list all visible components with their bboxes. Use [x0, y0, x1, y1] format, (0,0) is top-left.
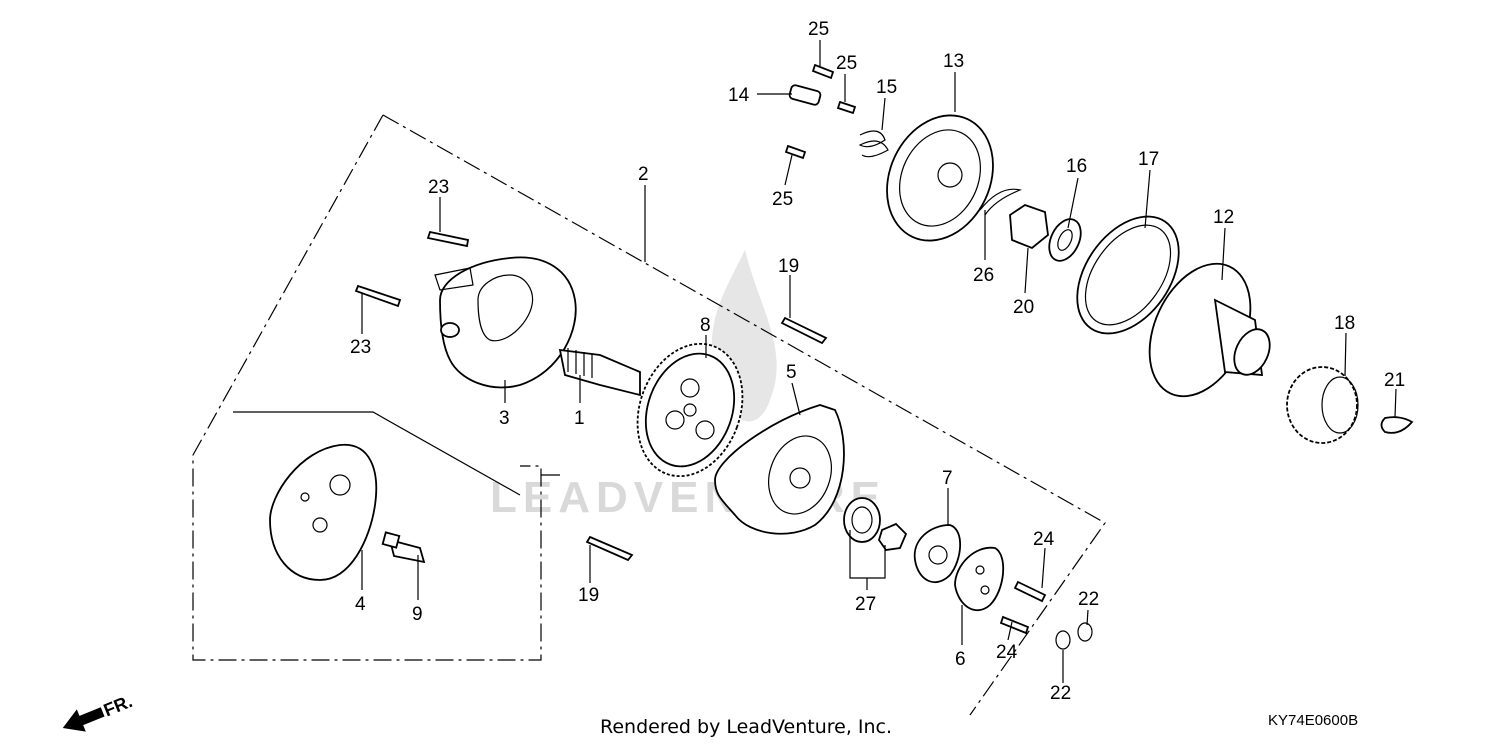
callout-18: 18	[1334, 313, 1355, 334]
callout-23-b: 23	[350, 337, 371, 358]
callout-6: 6	[955, 649, 966, 670]
callout-20: 20	[1013, 297, 1034, 318]
bolts	[354, 230, 1047, 635]
part-18-gear	[1286, 366, 1359, 444]
part-14-pin	[788, 84, 822, 106]
render-credit: Rendered by LeadVenture, Inc.	[600, 716, 893, 738]
callout-24-b: 24	[996, 642, 1018, 663]
part-21-key	[1380, 416, 1414, 434]
diagram-code: KY74E0600B	[1268, 712, 1359, 729]
callout-22-b: 22	[1050, 683, 1071, 704]
part-22-circlips	[1055, 622, 1093, 650]
callout-19-a: 19	[778, 256, 799, 277]
callout-13: 13	[943, 51, 964, 72]
part-5-pump-housing	[714, 404, 845, 535]
part-16-washer	[1048, 218, 1082, 262]
part-15-spring	[858, 130, 889, 158]
part-27-rotor-set	[843, 497, 908, 551]
part-3-oil-pump-body	[434, 256, 577, 389]
part-7-plate	[913, 524, 962, 584]
callout-4: 4	[355, 594, 366, 615]
part-25-screws	[784, 63, 857, 160]
callout-3: 3	[499, 408, 510, 429]
callout-12: 12	[1213, 207, 1234, 228]
arrow-left-icon	[62, 707, 105, 732]
callout-8: 8	[700, 315, 711, 336]
callout-9: 9	[412, 604, 423, 625]
callout-24-a: 24	[1033, 529, 1055, 550]
leader-lines	[361, 40, 1397, 683]
callout-7: 7	[942, 468, 953, 489]
callout-25-a: 25	[808, 19, 829, 40]
assembly-frame	[192, 114, 1106, 716]
part-26-clip	[979, 188, 1022, 216]
front-label: FR.	[101, 691, 135, 720]
callout-26: 26	[973, 265, 994, 286]
callout-16: 16	[1066, 156, 1087, 177]
callout-19-b: 19	[578, 585, 599, 606]
part-13-clutch-outer	[886, 114, 994, 242]
part-9-pin	[381, 531, 426, 564]
callout-15: 15	[876, 77, 897, 98]
part-4-pump-cover	[269, 444, 378, 581]
callout-25-c: 25	[772, 189, 793, 210]
callout-22-a: 22	[1078, 589, 1099, 610]
callout-14: 14	[728, 85, 750, 106]
part-8-driven-gear	[636, 342, 744, 478]
callout-2: 2	[638, 164, 649, 185]
front-direction-arrow: FR.	[62, 691, 135, 732]
part-6-plate	[954, 546, 1005, 612]
callout-numbers: 2 3 1 8 5 4 9 25 25 25 15 13 14 26 20 16…	[350, 19, 1405, 704]
callout-5: 5	[786, 362, 797, 383]
part-1-drive-shaft	[558, 348, 641, 397]
part-12-hub	[1148, 262, 1271, 398]
callout-21: 21	[1384, 370, 1405, 391]
part-20-nut	[1009, 204, 1049, 250]
part-17-gasket	[1076, 215, 1180, 335]
callout-27: 27	[855, 594, 876, 615]
callout-25-b: 25	[836, 53, 857, 74]
callout-17: 17	[1138, 149, 1159, 170]
callout-23-a: 23	[428, 177, 449, 198]
callout-1: 1	[574, 408, 585, 429]
